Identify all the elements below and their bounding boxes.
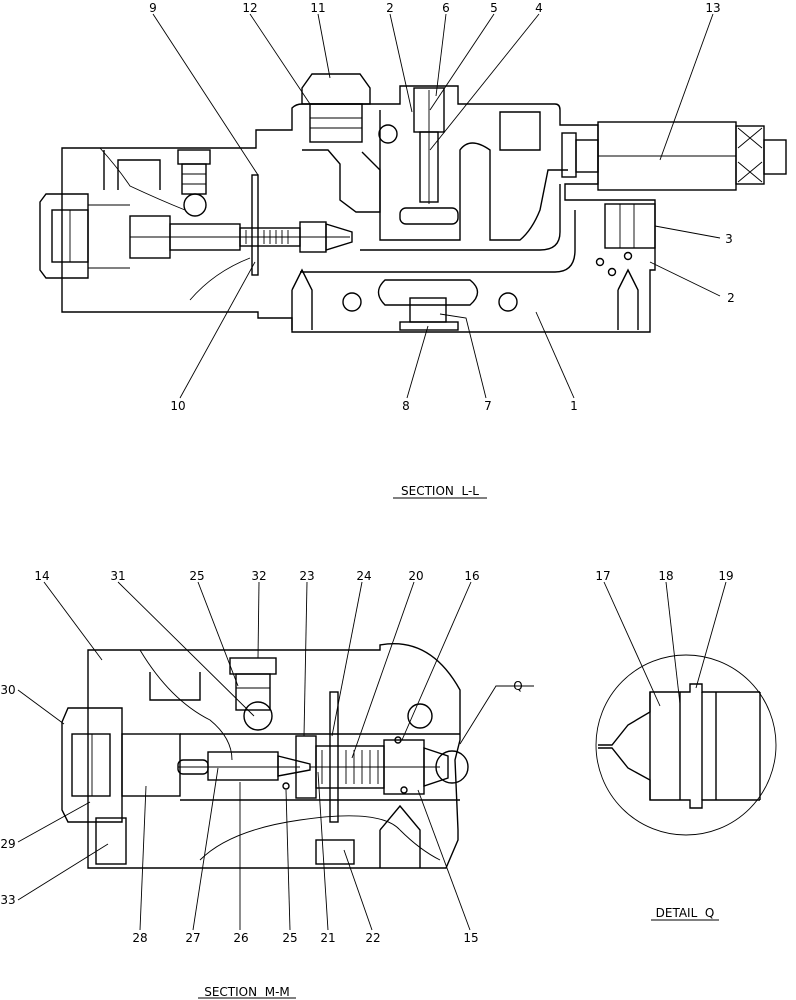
callout-23: 23 — [299, 569, 314, 583]
callout-19: 19 — [718, 569, 733, 583]
callout-30: 30 — [0, 683, 15, 697]
callouts-mm: 14 31 25 32 23 24 20 16 Q 30 29 33 28 27… — [0, 569, 522, 945]
section-mm-title: SECTION M-M — [204, 985, 290, 999]
callout-27: 27 — [185, 931, 200, 945]
callout-31: 31 — [110, 569, 125, 583]
callout-4: 4 — [535, 1, 543, 15]
callout-29: 29 — [0, 837, 15, 851]
section-mm-leaders — [17, 581, 534, 931]
callout-q: Q — [513, 679, 522, 693]
callout-33: 33 — [0, 893, 15, 907]
callout-26: 26 — [233, 931, 248, 945]
callout-2: 2 — [386, 1, 394, 15]
detail-q-drawing — [595, 654, 777, 836]
callout-1: 1 — [570, 399, 578, 413]
callouts-ll: 9 12 11 2 6 5 4 13 3 2 10 8 7 1 — [149, 1, 735, 413]
detail-q-title: DETAIL Q — [656, 906, 715, 920]
callout-15: 15 — [463, 931, 478, 945]
callout-5: 5 — [490, 1, 498, 15]
section-ll-title: SECTION L-L — [401, 484, 479, 498]
callout-10: 10 — [170, 399, 185, 413]
callout-11: 11 — [310, 1, 325, 15]
callout-20: 20 — [408, 569, 423, 583]
callout-13: 13 — [705, 1, 720, 15]
callout-21: 21 — [320, 931, 335, 945]
callout-32: 32 — [251, 569, 266, 583]
callout-22: 22 — [365, 931, 380, 945]
callout-12: 12 — [242, 1, 257, 15]
callout-2b: 2 — [727, 291, 735, 305]
callout-18: 18 — [658, 569, 673, 583]
callout-14: 14 — [34, 569, 49, 583]
callout-24: 24 — [356, 569, 371, 583]
section-ll-leaders — [152, 13, 721, 399]
callout-17: 17 — [595, 569, 610, 583]
section-ll-drawing — [39, 73, 787, 333]
callout-9: 9 — [149, 1, 157, 15]
callout-28: 28 — [132, 931, 147, 945]
callout-25: 25 — [189, 569, 204, 583]
callout-25b: 25 — [282, 931, 297, 945]
callout-6: 6 — [442, 1, 450, 15]
section-mm-drawing — [61, 643, 469, 869]
callout-16: 16 — [464, 569, 479, 583]
callout-3: 3 — [725, 232, 733, 246]
callout-8: 8 — [402, 399, 410, 413]
callouts-q: 17 18 19 — [595, 569, 733, 583]
callout-7: 7 — [484, 399, 492, 413]
detail-q-leaders — [603, 581, 727, 707]
